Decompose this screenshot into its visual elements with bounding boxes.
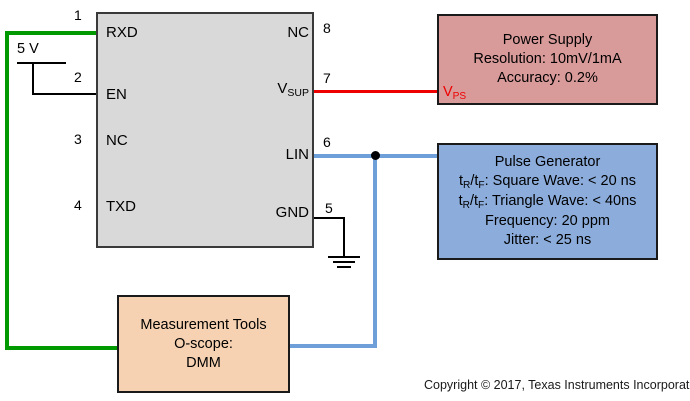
copyright-notice: Copyright © 2017, Texas Instruments Inco… <box>424 378 690 392</box>
ground-symbol-bar-3 <box>337 266 351 268</box>
wire-blue-lin-branch-vertical <box>373 154 377 348</box>
measurement-tools-title: Measurement Tools <box>140 316 267 333</box>
power-supply-resolution: Resolution: 10mV/1mA <box>473 51 622 67</box>
wire-black-source-vertical <box>32 62 34 95</box>
junction-dot-lin <box>371 151 380 160</box>
pin-label-rxd: RXD <box>106 24 138 41</box>
pin-label-en: EN <box>106 86 127 103</box>
vps-net-label: VPS <box>443 84 467 103</box>
pulse-generator-square-wave: tR/tF: Square Wave: < 20 ns <box>459 173 636 192</box>
pin-number-4: 4 <box>74 197 82 213</box>
pulse-generator-jitter: Jitter: < 25 ns <box>503 232 592 248</box>
power-supply-title: Power Supply <box>502 32 593 48</box>
wire-green-rxd-top <box>5 31 97 35</box>
wire-black-gnd-horizontal <box>313 217 345 219</box>
voltage-source-label: 5 V <box>17 41 39 57</box>
wire-black-to-en <box>32 93 97 95</box>
pin-number-3: 3 <box>74 131 82 147</box>
measurement-tools-box: Measurement Tools O-scope: DMM <box>117 295 290 393</box>
pin-label-txd: TXD <box>106 198 136 215</box>
pin-label-gnd: GND <box>275 204 309 221</box>
ic-body <box>96 12 314 248</box>
ground-symbol-bar-2 <box>333 261 355 263</box>
voltage-source-bar <box>17 62 66 64</box>
pin-label-vsup-subscript: SUP <box>287 87 309 100</box>
wire-green-left-vertical <box>5 31 9 350</box>
pulse-generator-title: Pulse Generator <box>494 154 601 170</box>
pin-label-nc-8: NC <box>287 24 309 41</box>
pin-number-5: 5 <box>325 200 333 216</box>
wire-green-to-measurement <box>5 346 119 350</box>
measurement-oscope: O-scope: <box>174 335 233 352</box>
pin-label-nc-3: NC <box>106 132 128 149</box>
pulse-generator-triangle-wave: tR/tF: Triangle Wave: < 40ns <box>458 193 637 212</box>
pin-label-vsup: VSUP <box>277 80 309 100</box>
pin-number-8: 8 <box>323 20 331 36</box>
pin-number-2: 2 <box>74 69 82 85</box>
vps-net-label-subscript: PS <box>452 91 467 103</box>
ground-symbol-bar-1 <box>328 256 360 258</box>
pin-number-1: 1 <box>74 7 82 23</box>
power-supply-accuracy: Accuracy: 0.2% <box>497 70 598 86</box>
pulse-generator-frequency: Frequency: 20 ppm <box>485 213 610 229</box>
measurement-dmm: DMM <box>186 354 221 371</box>
wire-blue-to-measurement <box>289 344 377 348</box>
pulse-generator-box: Pulse Generator tR/tF: Square Wave: < 20… <box>437 143 658 260</box>
pin-number-6: 6 <box>323 134 331 150</box>
pin-number-7: 7 <box>323 70 331 86</box>
wire-red-vsup <box>313 90 438 93</box>
power-supply-box: Power Supply Resolution: 10mV/1mA Accura… <box>437 14 658 105</box>
wire-black-gnd-vertical <box>343 217 345 257</box>
pin-label-lin: LIN <box>285 146 309 163</box>
